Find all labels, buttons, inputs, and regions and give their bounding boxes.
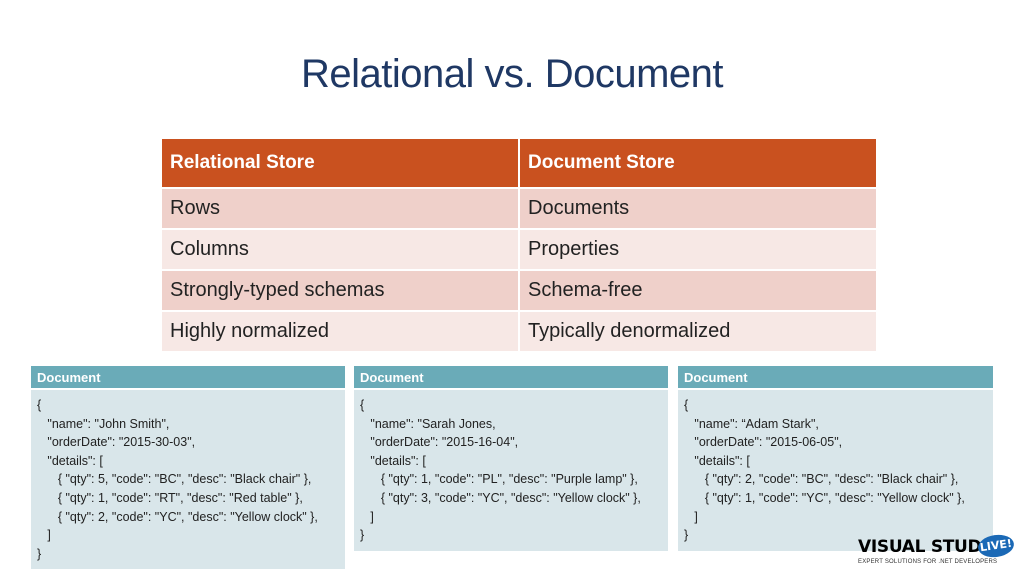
json-line: { "qty": 2, "code": "BC", "desc": "Black… <box>684 472 959 487</box>
json-line: } <box>684 528 689 543</box>
json-line: "name": "John Smith", <box>37 416 170 431</box>
json-line: { "qty": 5, "code": "BC", "desc": "Black… <box>37 472 312 487</box>
document-json-body: { "name": "Sarah Jones, "orderDate": "20… <box>354 390 668 551</box>
header-relational-store: Relational Store <box>162 139 520 189</box>
table-cell: Strongly-typed schemas <box>162 270 520 312</box>
json-line: "orderDate": "2015-06-05", <box>684 435 843 450</box>
json-line: { <box>360 398 365 412</box>
json-line: } <box>37 546 42 561</box>
document-card-header: Document <box>678 366 993 388</box>
document-json-body: { "name": "John Smith", "orderDate": "20… <box>31 390 345 570</box>
document-json-body: { "name": “Adam Stark", "orderDate": "20… <box>678 390 993 551</box>
table-cell: Schema-free <box>519 270 876 312</box>
json-line: { "qty": 1, "code": "RT", "desc": "Red t… <box>37 490 303 505</box>
slide-title: Relational vs. Document <box>300 52 724 96</box>
json-line: { "qty": 1, "code": "YC", "desc": "Yello… <box>684 490 965 505</box>
logo-wordmark: VISUAL STUDIO <box>858 537 1002 557</box>
document-card-header: Document <box>354 366 668 388</box>
table-row: Rows Documents <box>162 188 876 230</box>
table-cell: Highly normalized <box>162 311 520 353</box>
table-row: Highly normalized Typically denormalized <box>162 311 876 353</box>
json-line: "orderDate": "2015-16-04", <box>360 435 519 450</box>
json-line: } <box>360 528 365 543</box>
json-line: "details": [ <box>37 453 103 468</box>
json-line: "details": [ <box>684 453 750 468</box>
table-row: Strongly-typed schemas Schema-free <box>162 270 876 312</box>
json-line: "details": [ <box>360 453 426 468</box>
header-document-store: Document Store <box>519 139 876 189</box>
table-cell: Rows <box>162 188 520 230</box>
json-line: "name": “Adam Stark", <box>684 416 819 431</box>
table-cell: Properties <box>519 229 876 271</box>
table-row: Columns Properties <box>162 229 876 271</box>
json-line: "orderDate": "2015-30-03", <box>37 435 196 450</box>
json-line: { "qty": 1, "code": "PL", "desc": "Purpl… <box>360 472 638 487</box>
json-line: ] <box>684 509 698 524</box>
json-line: { "qty": 2, "code": "YC", "desc": "Yello… <box>37 509 318 524</box>
visual-studio-live-logo: VISUAL STUDIO LIVE! EXPERT SOLUTIONS FOR… <box>858 532 1016 569</box>
logo-tagline: EXPERT SOLUTIONS FOR .NET DEVELOPERS <box>858 559 998 565</box>
document-card-adam-stark: Document { "name": “Adam Stark", "orderD… <box>678 366 993 551</box>
json-line: { "qty": 3, "code": "YC", "desc": "Yello… <box>360 490 641 505</box>
json-line: ] <box>360 509 374 524</box>
document-card-header: Document <box>31 366 345 388</box>
document-card-sarah-jones: Document { "name": "Sarah Jones, "orderD… <box>354 366 668 551</box>
json-line: ] <box>37 528 51 543</box>
json-line: { <box>37 398 42 412</box>
table-cell: Typically denormalized <box>519 311 876 353</box>
document-card-john-smith: Document { "name": "John Smith", "orderD… <box>31 366 345 570</box>
json-line: { <box>684 398 689 412</box>
comparison-table: Relational Store Document Store Rows Doc… <box>162 139 876 353</box>
table-cell: Columns <box>162 229 520 271</box>
table-cell: Documents <box>519 188 876 230</box>
table-header-row: Relational Store Document Store <box>162 139 876 189</box>
json-line: "name": "Sarah Jones, <box>360 416 496 431</box>
